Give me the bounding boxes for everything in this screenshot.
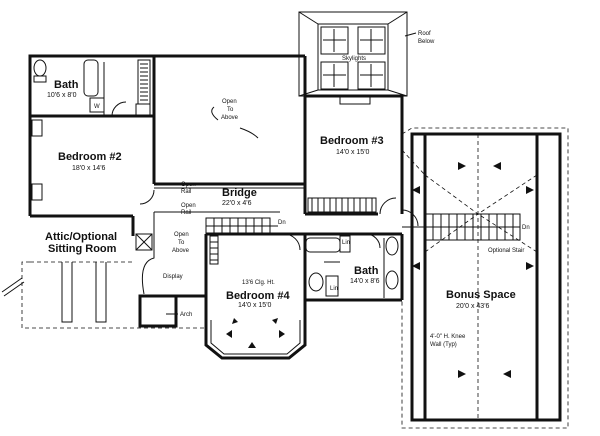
roof-below-label-2: Below (418, 39, 435, 45)
open-rail-2a: Open (181, 203, 196, 209)
display-label: Display (163, 274, 183, 280)
bedroom2-dim: 18'0 x 14'6 (72, 165, 106, 172)
skylights-label: Skylights (342, 56, 366, 62)
attic-name-line1: Attic/Optional (45, 231, 117, 243)
open-rail-1b: Rail (181, 189, 191, 195)
bath-left-dim: 10'6 x 8'0 (47, 92, 77, 99)
optional-stair (402, 213, 521, 241)
bedroom4-name: Bedroom #4 (226, 290, 290, 302)
left-bath-fixtures (30, 59, 154, 118)
right-bath-fixtures (305, 233, 399, 298)
bedroom4-ceiling: 13'6 Clg. Ht. (242, 280, 275, 286)
exterior-walls (28, 54, 404, 360)
skylight-area (298, 11, 408, 97)
roof-below-label-1: Roof (418, 31, 431, 37)
bedroom2-fixtures (31, 119, 155, 205)
lin-label-1: Lin (330, 286, 338, 292)
bridge-dim: 22'0 x 4'6 (222, 200, 252, 207)
bedroom3-name: Bedroom #3 (320, 135, 384, 147)
open-rail-2b: Rail (181, 210, 191, 216)
w-mark: W (94, 104, 100, 110)
stair-well-left (135, 212, 155, 295)
open-above-left-3: Above (172, 248, 190, 254)
bath-right-dim: 14'0 x 8'6 (350, 278, 380, 285)
open-above-left-1: Open (174, 232, 189, 238)
bedroom3-dim: 14'0 x 15'0 (336, 149, 370, 156)
bridge-rails (154, 187, 305, 235)
lin-label-2: Lin (342, 240, 350, 246)
arch-label: Arch (180, 312, 192, 318)
roof-leader (404, 32, 417, 37)
bonus-name: Bonus Space (446, 289, 516, 301)
bath-right-name: Bath (354, 265, 379, 277)
open-rail-1a: Open (181, 182, 196, 188)
bedroom3-fixtures (307, 95, 419, 227)
bridge-name: Bridge (222, 187, 257, 199)
open-above-top-3: Above (221, 115, 239, 121)
open-above-top-2: To (227, 107, 234, 113)
open-above-top-arrow (211, 106, 259, 139)
bath-left-name: Bath (54, 79, 79, 91)
bonus-dim: 20'0 x 43'6 (456, 303, 490, 310)
attic-name-line2: Sitting Room (48, 243, 117, 255)
dn-right-label: Dn (522, 225, 530, 231)
open-above-left-2: To (178, 240, 185, 246)
knee-wall-label-2: Wall (Typ) (430, 342, 457, 348)
knee-wall-label-1: 4'-0" H. Knee (430, 334, 466, 340)
bonus-arrows (412, 162, 534, 378)
bedroom2-name: Bedroom #2 (58, 151, 122, 163)
dn-left-label: Dn (278, 220, 286, 226)
optional-stair-label: Optional Stair (488, 248, 524, 254)
open-above-top-1: Open (222, 99, 237, 105)
bedroom4-fixtures (209, 233, 301, 348)
bonus-space-walls (401, 127, 569, 429)
attic-outline (1, 261, 206, 329)
bedroom4-dim: 14'0 x 15'0 (238, 302, 272, 309)
